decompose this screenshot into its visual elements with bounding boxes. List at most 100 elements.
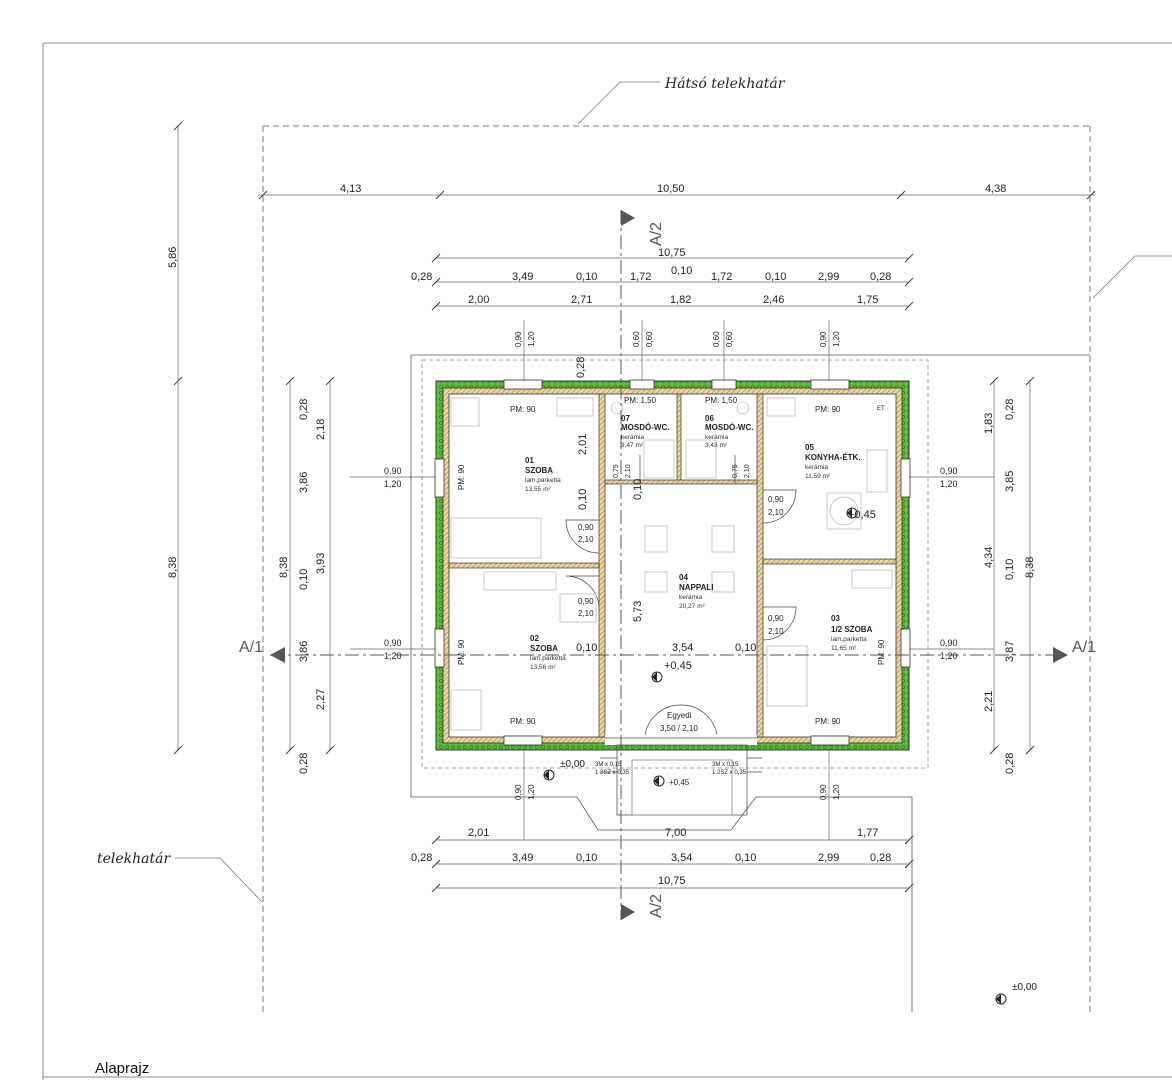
terrace-steps-left-a: 3M x 0,15: [595, 762, 622, 768]
dim-bot-r1-3: 1,77: [857, 827, 878, 839]
dim-overall-bottom: 10,75: [658, 875, 686, 887]
room-04-label: 04 NAPPALI kerámia 20,27 m²: [679, 573, 714, 610]
dim-right-win-d: 1,20: [940, 651, 958, 661]
dim-corridor-354: 3,54: [672, 642, 693, 654]
dim-left-outer-2: 3,86: [298, 472, 310, 493]
interior-walls: [448, 393, 897, 738]
rear-boundary-label: Hátsó telekhatár: [664, 76, 786, 92]
dim-right-outer-5: 0,28: [1004, 753, 1016, 774]
section-markers: [270, 210, 1068, 920]
plot-boundary: [262, 125, 1091, 1012]
dim-right-inner-3: 2,21: [983, 691, 995, 712]
sheet-frame: [42, 42, 1172, 1080]
room-01-name: SZOBA: [525, 466, 553, 475]
dim-left-inner-2: 3,93: [315, 553, 327, 574]
dim-win-top-f: 0,60: [725, 331, 734, 347]
dim-top-r1-7: 0,10: [765, 271, 786, 283]
windows: [434, 379, 911, 746]
dim-win-top-d: 0,60: [645, 331, 654, 347]
et-label: ET: [877, 406, 885, 412]
dim-left-outer-1: 0,28: [298, 399, 310, 420]
dim-win-top-b: 1,20: [527, 331, 536, 347]
room-02-area: 13,56 m²: [530, 664, 556, 671]
dim-bot-r2-4: 3,54: [671, 852, 692, 864]
pm-room02-bot: PM: 90: [510, 717, 536, 726]
axis-a1-right: A/1: [1072, 639, 1096, 656]
dim-top-r1-6: 1,72: [711, 271, 732, 283]
dim-site-left: 5,86: [167, 247, 179, 268]
dim-wall-028: 0,28: [575, 357, 587, 378]
door-01-h: 2,10: [578, 535, 594, 544]
room-03-floor: lam.parketta: [831, 636, 867, 643]
room-06-name: MOSDÓ-WC.: [705, 423, 753, 432]
rear-boundary-leader: [175, 81, 1172, 903]
dim-overall-top: 10,75: [658, 247, 686, 259]
door-05-w: 0,90: [768, 495, 784, 504]
pm-room06: PM: 1,50: [705, 396, 738, 405]
room-04-no: 04: [679, 573, 688, 582]
dim-top-r1-1: 0,28: [411, 271, 432, 283]
dim-corridor-010a: 0,10: [577, 489, 589, 510]
side-boundary-label: telekhatár: [97, 851, 171, 867]
room-07-label: 07 MOSDÓ-WC. kerámia 3,47 m²: [621, 414, 669, 449]
pm-room01-left: PM: 90: [457, 464, 466, 490]
dim-left-win-a: 0,90: [384, 466, 402, 476]
room-06-label: 06 MOSDÓ-WC. kerámia 3,43 m²: [705, 414, 753, 449]
dim-site-top-3: 4,38: [985, 183, 1006, 195]
dim-site-left-total: 8,38: [167, 557, 179, 578]
dimension-ticks: [173, 121, 1096, 893]
dim-win-bot-d: 1,20: [832, 784, 841, 800]
dim-bot-r2-2: 3,49: [512, 852, 533, 864]
dim-left-outer-total: 8,38: [278, 557, 290, 578]
dim-win-bot-c: 0,90: [819, 784, 828, 800]
dim-bot-r2-3: 0,10: [576, 852, 597, 864]
dim-win-top-h: 1,20: [832, 331, 841, 347]
room-07-name: MOSDÓ-WC.: [621, 423, 669, 432]
dim-win-top-e: 0,60: [712, 331, 721, 347]
pm-room02-left: PM: 90: [457, 639, 466, 665]
pm-room03-bot: PM: 90: [815, 717, 841, 726]
dim-win-bot-b: 1,20: [527, 784, 536, 800]
dim-site-top-1: 4,13: [340, 183, 361, 195]
door-07-w: 0,75: [613, 464, 620, 478]
furniture: [450, 397, 893, 731]
level-living: +0,45: [664, 660, 692, 672]
room-05-name: KONYHA-ÉTK.: [805, 453, 861, 462]
room-01-no: 01: [525, 456, 534, 465]
room-02-label: 02 SZOBA lam.parketta 13,56 m²: [530, 634, 566, 671]
dim-left-win-b: 1,20: [384, 479, 402, 489]
room-05-label: 05 KONYHA-ÉTK. kerámia 11,59 m²: [805, 443, 861, 480]
door-05-h: 2,10: [768, 508, 784, 517]
dim-bot-r2-6: 2,99: [818, 852, 839, 864]
level-kitchen: +0,45: [848, 509, 876, 521]
section-axes: [270, 210, 1060, 920]
dim-left-inner-1: 2,18: [315, 419, 327, 440]
dim-right-win-b: 1,20: [940, 479, 958, 489]
dim-top-r2-1: 2,00: [468, 294, 489, 306]
room-02-floor: lam.parketta: [530, 655, 566, 662]
room-05-no: 05: [805, 443, 814, 452]
room-03-area: 11,65 m²: [831, 645, 857, 652]
dim-corridor-573: 5,73: [632, 601, 644, 622]
dim-top-r1-3: 0,10: [576, 271, 597, 283]
dim-top-r2-2: 2,71: [571, 294, 592, 306]
dim-top-r2-3: 1,82: [670, 294, 691, 306]
room-01-floor: lam.parketta: [525, 477, 561, 484]
dim-corridor-010c: 0,10: [576, 642, 597, 654]
dim-bot-r2-1: 0,28: [411, 852, 432, 864]
dim-left-outer-4: 3,86: [298, 641, 310, 662]
drawing-title: Alaprajz: [95, 1060, 149, 1077]
room-03-label: 03 1/2 SZOBA lam.parketta 11,65 m²: [831, 614, 873, 652]
room-01-label: 01 SZOBA lam.parketta 13,55 m²: [525, 456, 561, 493]
door-swings: [565, 455, 797, 736]
room-07-floor: kerámia: [621, 434, 645, 441]
terrace-steps: [600, 744, 762, 816]
room-05-area: 11,59 m²: [805, 473, 831, 480]
room-02-no: 02: [530, 634, 539, 643]
room-06-no: 06: [705, 414, 714, 423]
room-06-area: 3,43 m²: [705, 442, 728, 449]
room-04-name: NAPPALI: [679, 583, 714, 592]
dim-bot-r2-5: 0,10: [735, 852, 756, 864]
dim-right-win-a: 0,90: [940, 466, 958, 476]
door-01-w: 0,90: [578, 523, 594, 532]
